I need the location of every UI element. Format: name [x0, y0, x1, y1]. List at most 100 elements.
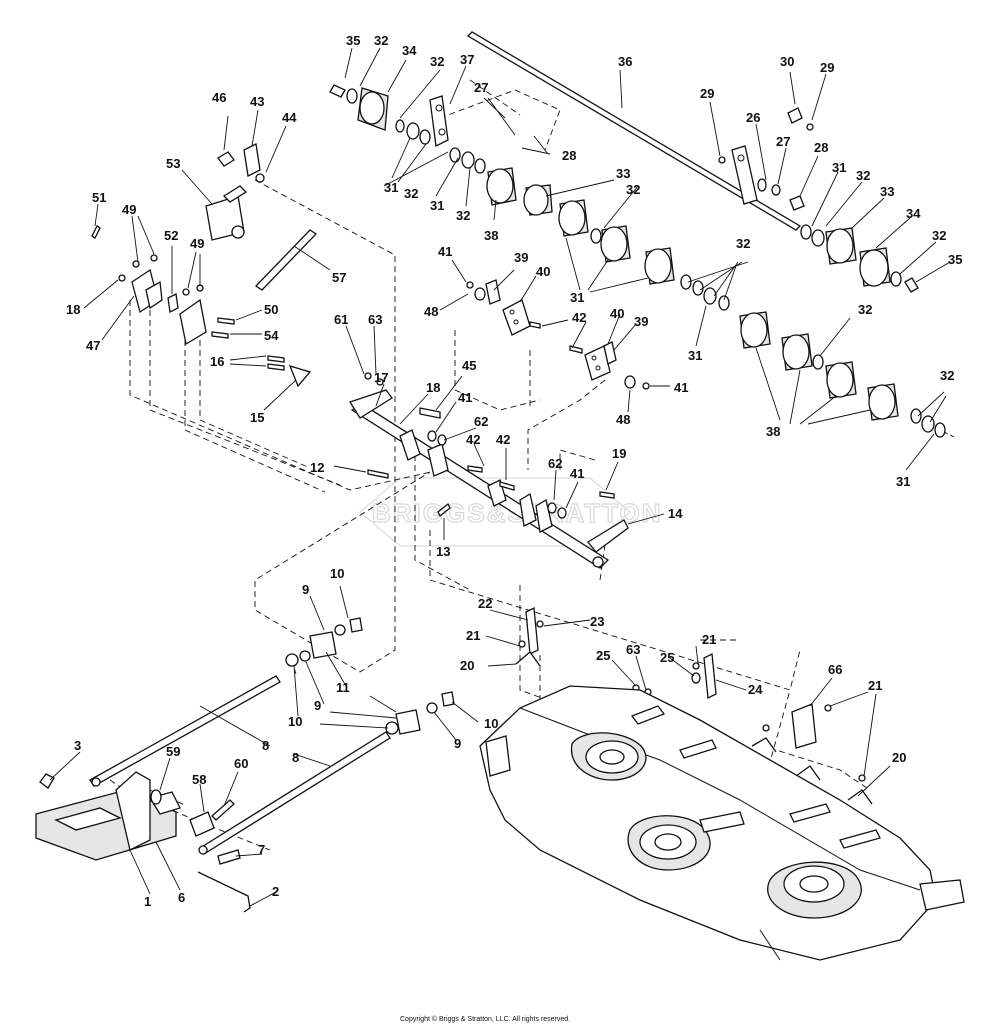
callout-41: 41 [438, 244, 452, 259]
callout-20: 20 [460, 658, 474, 673]
callout-13: 13 [436, 544, 450, 559]
callout-2: 2 [272, 884, 279, 899]
callout-47: 47 [86, 338, 100, 353]
callout-25: 25 [660, 650, 674, 665]
callout-32: 32 [736, 236, 750, 251]
callout-31: 31 [896, 474, 910, 489]
callout-63: 63 [368, 312, 382, 327]
callout-39: 39 [514, 250, 528, 265]
callout-46: 46 [212, 90, 226, 105]
callout-19: 19 [612, 446, 626, 461]
callout-57: 57 [332, 270, 346, 285]
roller-assembly-upper [329, 84, 730, 311]
callout-51: 51 [92, 190, 106, 205]
copyright-text: Copyright © Briggs & Stratton, LLC. All … [400, 1015, 570, 1023]
callout-29: 29 [700, 86, 714, 101]
callout-40: 40 [610, 306, 624, 321]
callout-24: 24 [748, 682, 763, 697]
callout-21: 21 [466, 628, 480, 643]
callout-33: 33 [616, 166, 630, 181]
callout-34: 34 [906, 206, 921, 221]
callout-31: 31 [570, 290, 584, 305]
callout-41: 41 [674, 380, 688, 395]
deck-brackets [515, 606, 873, 805]
callout-25: 25 [596, 648, 610, 663]
callout-32: 32 [456, 208, 470, 223]
callout-28: 28 [814, 140, 828, 155]
callout-40: 40 [536, 264, 550, 279]
lift-rods-8 [89, 617, 455, 855]
callout-32: 32 [932, 228, 946, 243]
callout-29: 29 [820, 60, 834, 75]
callout-43: 43 [250, 94, 264, 109]
callout-28: 28 [562, 148, 576, 163]
assembly-guide-lines [109, 79, 871, 851]
callout-49: 49 [122, 202, 136, 217]
callout-32: 32 [856, 168, 870, 183]
callout-38: 38 [766, 424, 780, 439]
callout-61: 61 [334, 312, 348, 327]
callout-23: 23 [590, 614, 604, 629]
callout-42: 42 [466, 432, 480, 447]
callout-9: 9 [314, 698, 321, 713]
callout-10: 10 [330, 566, 344, 581]
callout-35: 35 [346, 33, 360, 48]
callout-50: 50 [264, 302, 278, 317]
callout-27: 27 [474, 80, 488, 95]
callout-42: 42 [496, 432, 510, 447]
callout-31: 31 [384, 180, 398, 195]
callout-18: 18 [66, 302, 80, 317]
callout-36: 36 [618, 54, 632, 69]
callout-31: 31 [688, 348, 702, 363]
callout-58: 58 [192, 772, 206, 787]
callout-32: 32 [626, 182, 640, 197]
callout-18: 18 [426, 380, 440, 395]
callout-62: 62 [548, 456, 562, 471]
leader-lines [49, 47, 951, 907]
callout-22: 22 [478, 596, 492, 611]
callout-14: 14 [668, 506, 683, 521]
callout-21: 21 [702, 632, 716, 647]
bracket-39-40 [466, 279, 650, 390]
callout-62: 62 [474, 414, 488, 429]
callout-32: 32 [858, 302, 872, 317]
roller-assembly-right [718, 107, 919, 293]
callout-1: 1 [144, 894, 151, 909]
callout-66: 66 [828, 662, 842, 677]
callout-27: 27 [776, 134, 790, 149]
callout-41: 41 [458, 390, 472, 405]
callout-10: 10 [288, 714, 302, 729]
callout-9: 9 [454, 736, 461, 751]
upper-left-parts [91, 143, 318, 388]
callout-45: 45 [462, 358, 476, 373]
callout-37: 37 [460, 52, 474, 67]
callout-8: 8 [262, 738, 269, 753]
callout-42: 42 [572, 310, 586, 325]
callout-6: 6 [178, 890, 185, 905]
cross-shaft-14 [349, 372, 629, 569]
callout-8: 8 [292, 750, 299, 765]
callout-32: 32 [374, 33, 388, 48]
callout-30: 30 [780, 54, 794, 69]
callout-10: 10 [484, 716, 498, 731]
callout-38: 38 [484, 228, 498, 243]
callout-labels: 35 32 34 32 37 36 27 28 30 29 29 26 27 2… [66, 33, 962, 909]
callout-60: 60 [234, 756, 248, 771]
callout-32-lower: 32 [940, 368, 954, 383]
callout-41: 41 [570, 466, 584, 481]
callout-54: 54 [264, 328, 279, 343]
callout-26: 26 [746, 110, 760, 125]
callout-7: 7 [258, 842, 265, 857]
callout-21: 21 [868, 678, 882, 693]
callout-3: 3 [74, 738, 81, 753]
callout-34: 34 [402, 43, 417, 58]
callout-59: 59 [166, 744, 180, 759]
callout-33: 33 [880, 184, 894, 199]
callout-49: 49 [190, 236, 204, 251]
callout-9: 9 [302, 582, 309, 597]
mower-deck [479, 685, 965, 961]
lift-bracket-assembly [35, 771, 251, 913]
callout-11: 11 [336, 680, 350, 695]
callout-17: 17 [374, 370, 388, 385]
